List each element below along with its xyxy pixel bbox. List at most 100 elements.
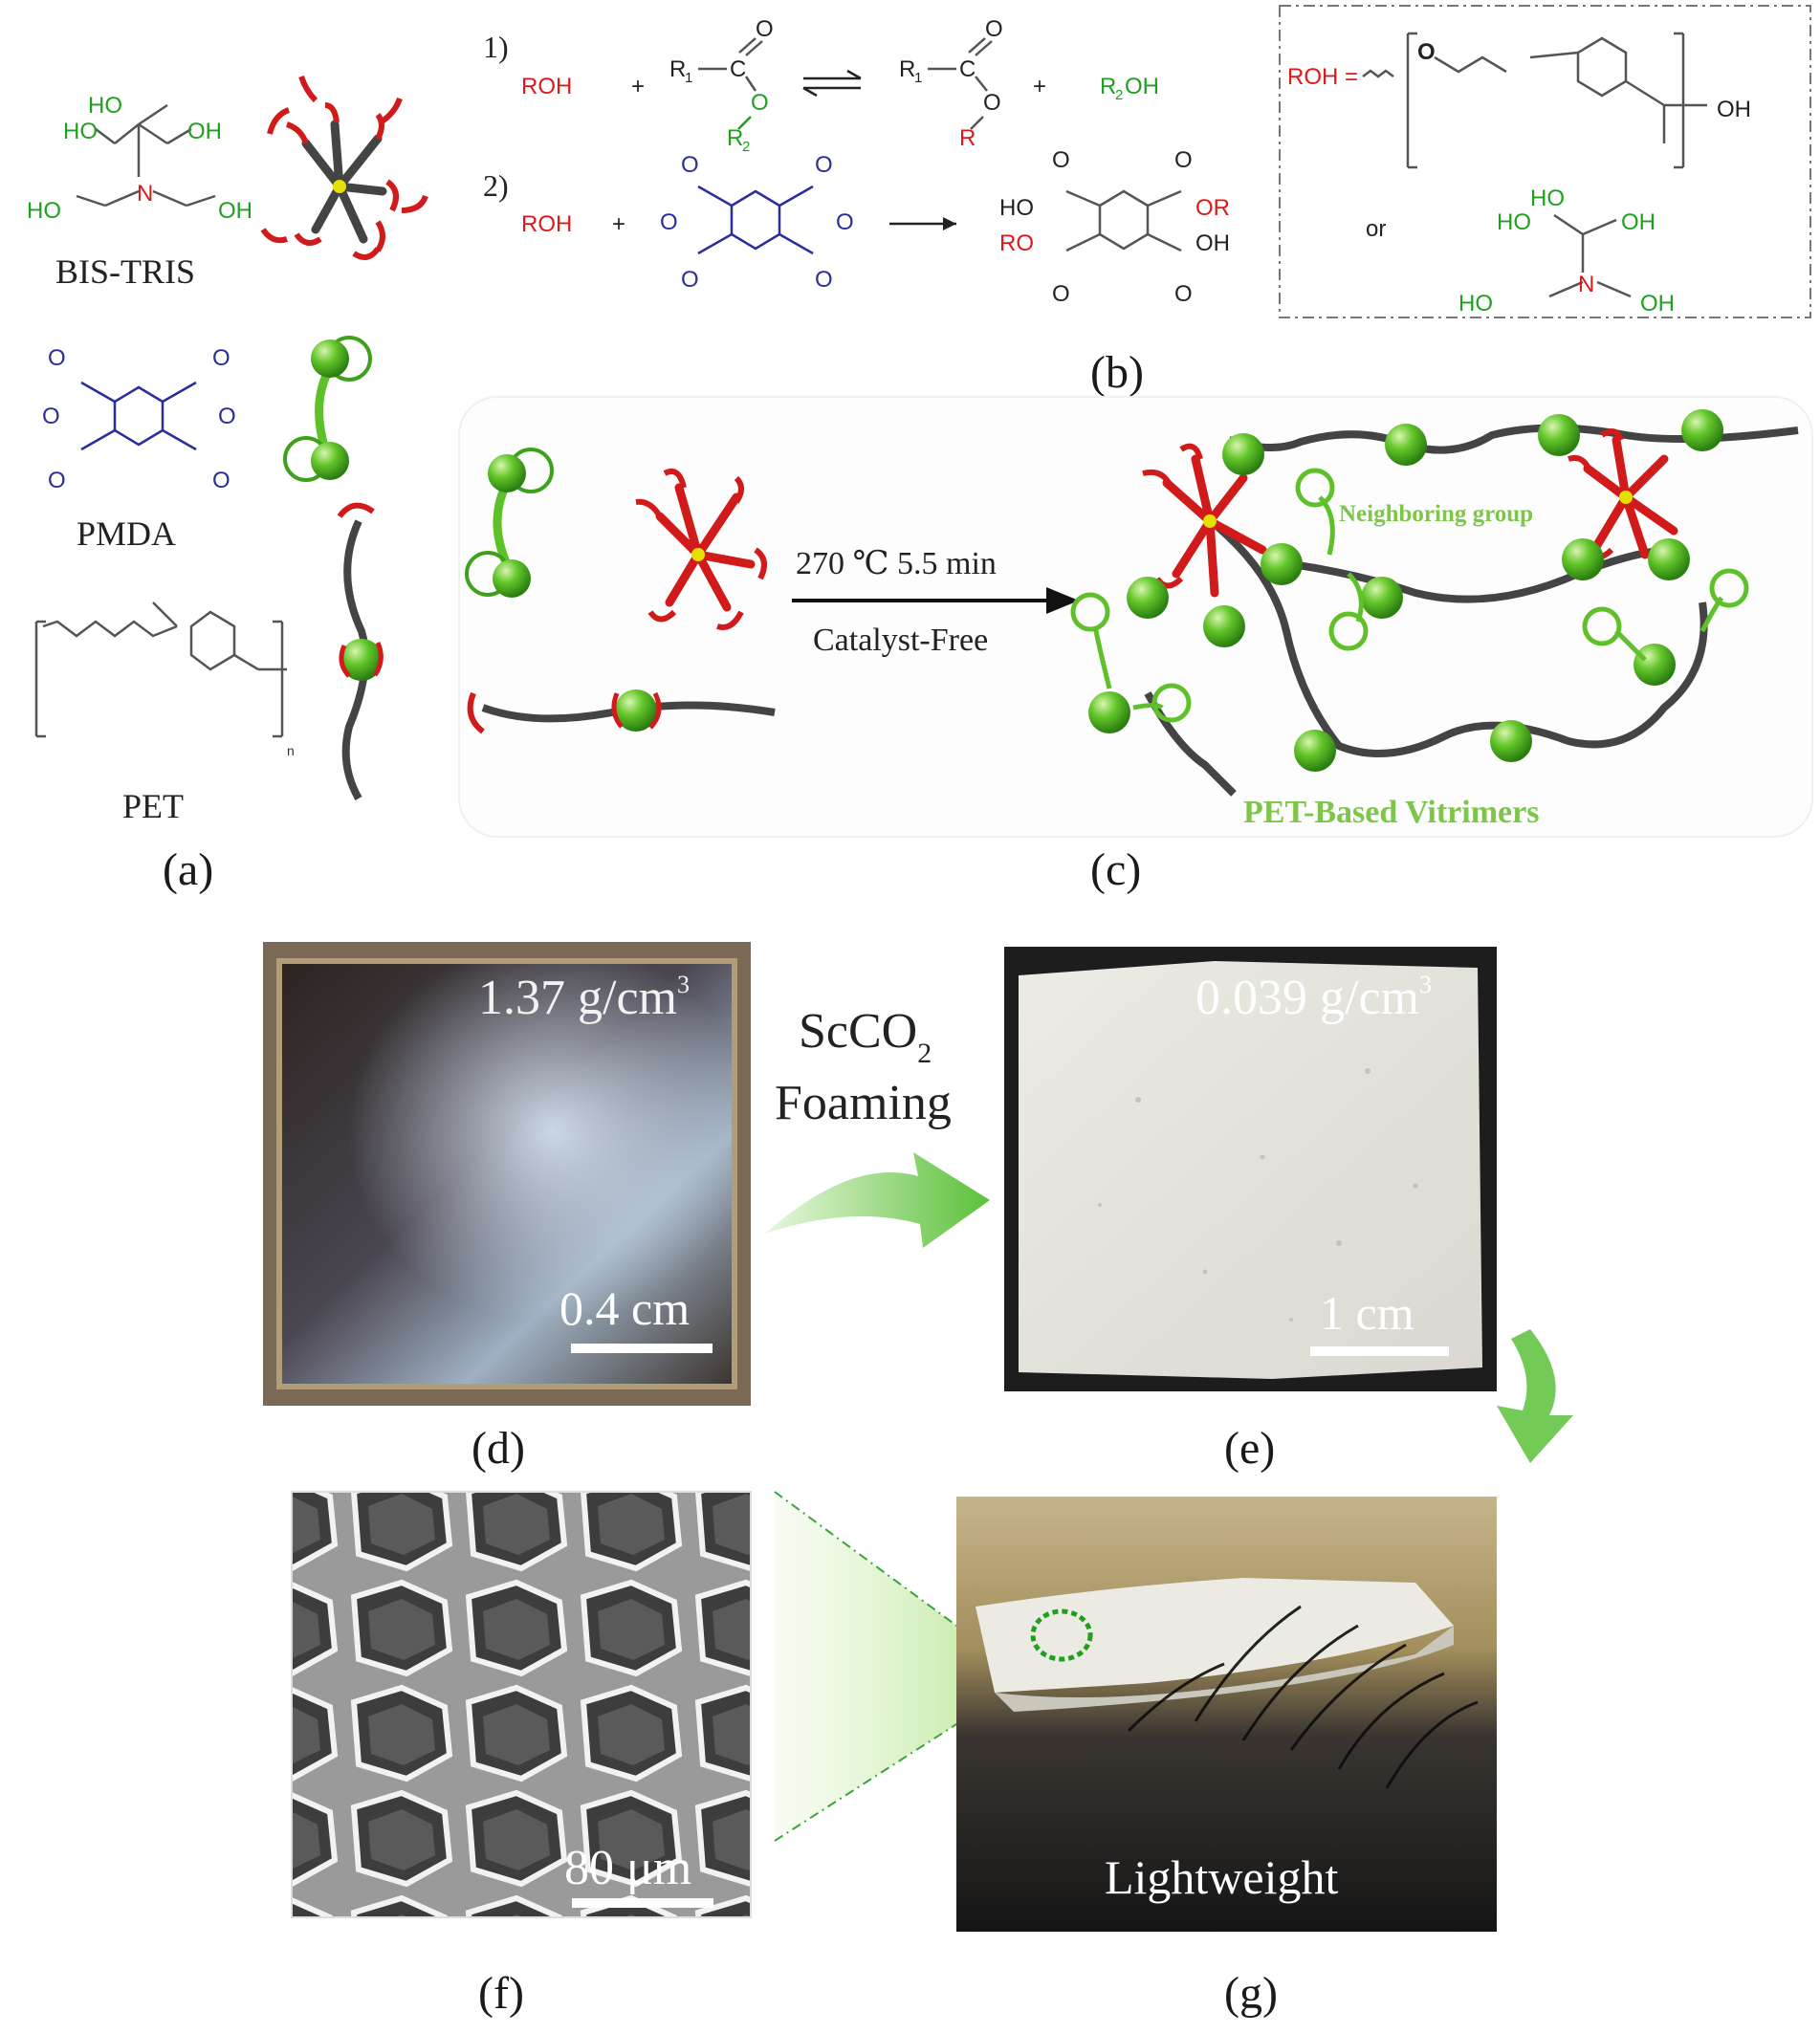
- svg-text:HO: HO: [1458, 291, 1493, 317]
- ester-reactant: R 1 C O O R 2: [669, 16, 774, 155]
- product-r1: R: [899, 56, 915, 82]
- process-catalyst: Catalyst-Free: [813, 623, 988, 658]
- svg-text:O: O: [681, 152, 699, 178]
- ester-c: C: [730, 56, 746, 82]
- panel-g: Lightweight (g): [956, 1497, 1497, 2019]
- step1-plus-2: +: [1033, 74, 1046, 99]
- svg-text:O: O: [1052, 281, 1070, 307]
- ester-r2-sub: 2: [742, 139, 750, 155]
- svg-text:O: O: [815, 267, 833, 293]
- c-pet-cartoon: [467, 689, 776, 734]
- r2oh-r: R: [1100, 74, 1116, 99]
- ester-o: O: [751, 90, 769, 116]
- panel-c: 270 ℃ 5.5 min Catalyst-Free: [458, 396, 1813, 895]
- product-r: R: [959, 125, 976, 151]
- c-pmda-cartoon: [465, 448, 554, 598]
- down-arrow: [1497, 1329, 1573, 1463]
- r2oh-tail: OH: [1125, 74, 1159, 99]
- step2-roh: ROH: [521, 211, 572, 237]
- pet-structure: n: [34, 601, 295, 758]
- box-or-word: or: [1366, 216, 1386, 242]
- prod-or: OR: [1195, 195, 1230, 221]
- svg-text:O: O: [1174, 147, 1193, 173]
- density-e: 0.039 g/cm3: [1195, 971, 1432, 1025]
- caption-c: (c): [1090, 844, 1141, 895]
- pet-cartoon: [337, 502, 384, 800]
- prod-oh: OH: [1195, 230, 1230, 256]
- svg-text:O: O: [42, 404, 60, 429]
- pet-label: PET: [122, 787, 184, 825]
- panel-b: 1) ROH + R 1 C O O R 2 R 1: [483, 5, 1811, 398]
- pmda-structure: O O O O O O: [42, 345, 236, 493]
- neighboring-group-label: Neighboring group: [1339, 501, 1533, 527]
- ester-r1-sub: 1: [685, 70, 692, 86]
- caption-d: (d): [471, 1423, 525, 1474]
- foaming-transition: ScCO2 Foaming: [765, 1004, 1573, 1463]
- bistris-ho-3: HO: [27, 198, 61, 224]
- product-label: PET-Based Vitrimers: [1243, 795, 1539, 830]
- scale-e-label: 1 cm: [1320, 1286, 1414, 1340]
- ester-r1: R: [669, 56, 686, 82]
- bistris-ho-2: HO: [63, 119, 98, 144]
- step-1-label: 1): [483, 30, 509, 64]
- product-c: C: [959, 56, 976, 82]
- caption-g: (g): [1224, 1968, 1278, 2019]
- bistris-oh-2: OH: [218, 198, 252, 224]
- c-bistris-cartoon: [635, 468, 767, 630]
- svg-text:N: N: [1578, 272, 1594, 297]
- product-o-double: O: [985, 16, 1003, 42]
- ester-r2: R: [727, 125, 743, 151]
- bistris-label: BIS-TRIS: [55, 252, 195, 291]
- density-d: 1.37 g/cm3: [478, 971, 690, 1025]
- step1-plus-1: +: [631, 74, 645, 99]
- svg-text:O: O: [212, 345, 230, 371]
- scale-d-bar: [571, 1344, 713, 1353]
- prod-ho: HO: [999, 195, 1034, 221]
- prod-ro: RO: [999, 230, 1034, 256]
- pmda-cartoon: [283, 336, 372, 482]
- pmda-reactant: O O O O O O: [660, 152, 854, 293]
- scale-d-label: 0.4 cm: [559, 1281, 690, 1335]
- r2oh-sub: 2: [1115, 87, 1123, 103]
- svg-text:O: O: [212, 468, 230, 493]
- scale-f-label: 80 μm: [564, 1841, 691, 1895]
- panel-a: HO HO OH HO OH N BIS-TRIS O: [27, 76, 428, 895]
- network-spheres: [1088, 409, 1723, 772]
- svg-text:OH: OH: [1621, 209, 1656, 235]
- pet-n-sub: n: [287, 743, 295, 758]
- svg-text:O: O: [815, 152, 833, 178]
- zoom-cone: [775, 1492, 1028, 1841]
- process-arrow: [792, 587, 1079, 614]
- ring-opened-product: O O O O HO OR RO OH: [999, 147, 1230, 307]
- bistris-n: N: [137, 181, 153, 207]
- bistris-ho-1: HO: [88, 93, 122, 119]
- svg-text:O: O: [218, 404, 236, 429]
- bistris-cartoon: [260, 76, 428, 260]
- product-r1-sub: 1: [914, 70, 922, 86]
- svg-text:HO: HO: [1530, 186, 1565, 211]
- scale-e-bar: [1310, 1346, 1449, 1356]
- ester-product: R 1 C O O R: [899, 16, 1003, 151]
- reaction-arrow-2: [889, 217, 956, 230]
- zoom-marker: [1030, 1608, 1093, 1662]
- process-condition: 270 ℃ 5.5 min: [796, 546, 997, 581]
- step-2-label: 2): [483, 168, 509, 203]
- step2-plus: +: [612, 211, 625, 237]
- panel-e: 0.039 g/cm3 1 cm (e): [1004, 947, 1497, 1474]
- foaming-line-2: Foaming: [775, 1076, 952, 1130]
- vitrimer-network: [1070, 409, 1799, 797]
- pmda-label: PMDA: [77, 514, 176, 553]
- lightweight-label: Lightweight: [1105, 1850, 1339, 1904]
- caption-f: (f): [478, 1968, 524, 2019]
- svg-text:O: O: [48, 468, 66, 493]
- svg-text:O: O: [1052, 147, 1070, 173]
- svg-text:O: O: [836, 209, 854, 235]
- roh-definition-box: ROH = O OH or HO HO OH HO: [1279, 5, 1811, 318]
- bistris-oh-1: OH: [187, 119, 222, 144]
- foaming-arrow: [765, 1152, 990, 1248]
- caption-b: (b): [1090, 347, 1144, 398]
- foaming-line-1: ScCO2: [799, 1004, 932, 1069]
- scale-f-bar: [572, 1898, 713, 1908]
- box-oh: OH: [1717, 97, 1751, 122]
